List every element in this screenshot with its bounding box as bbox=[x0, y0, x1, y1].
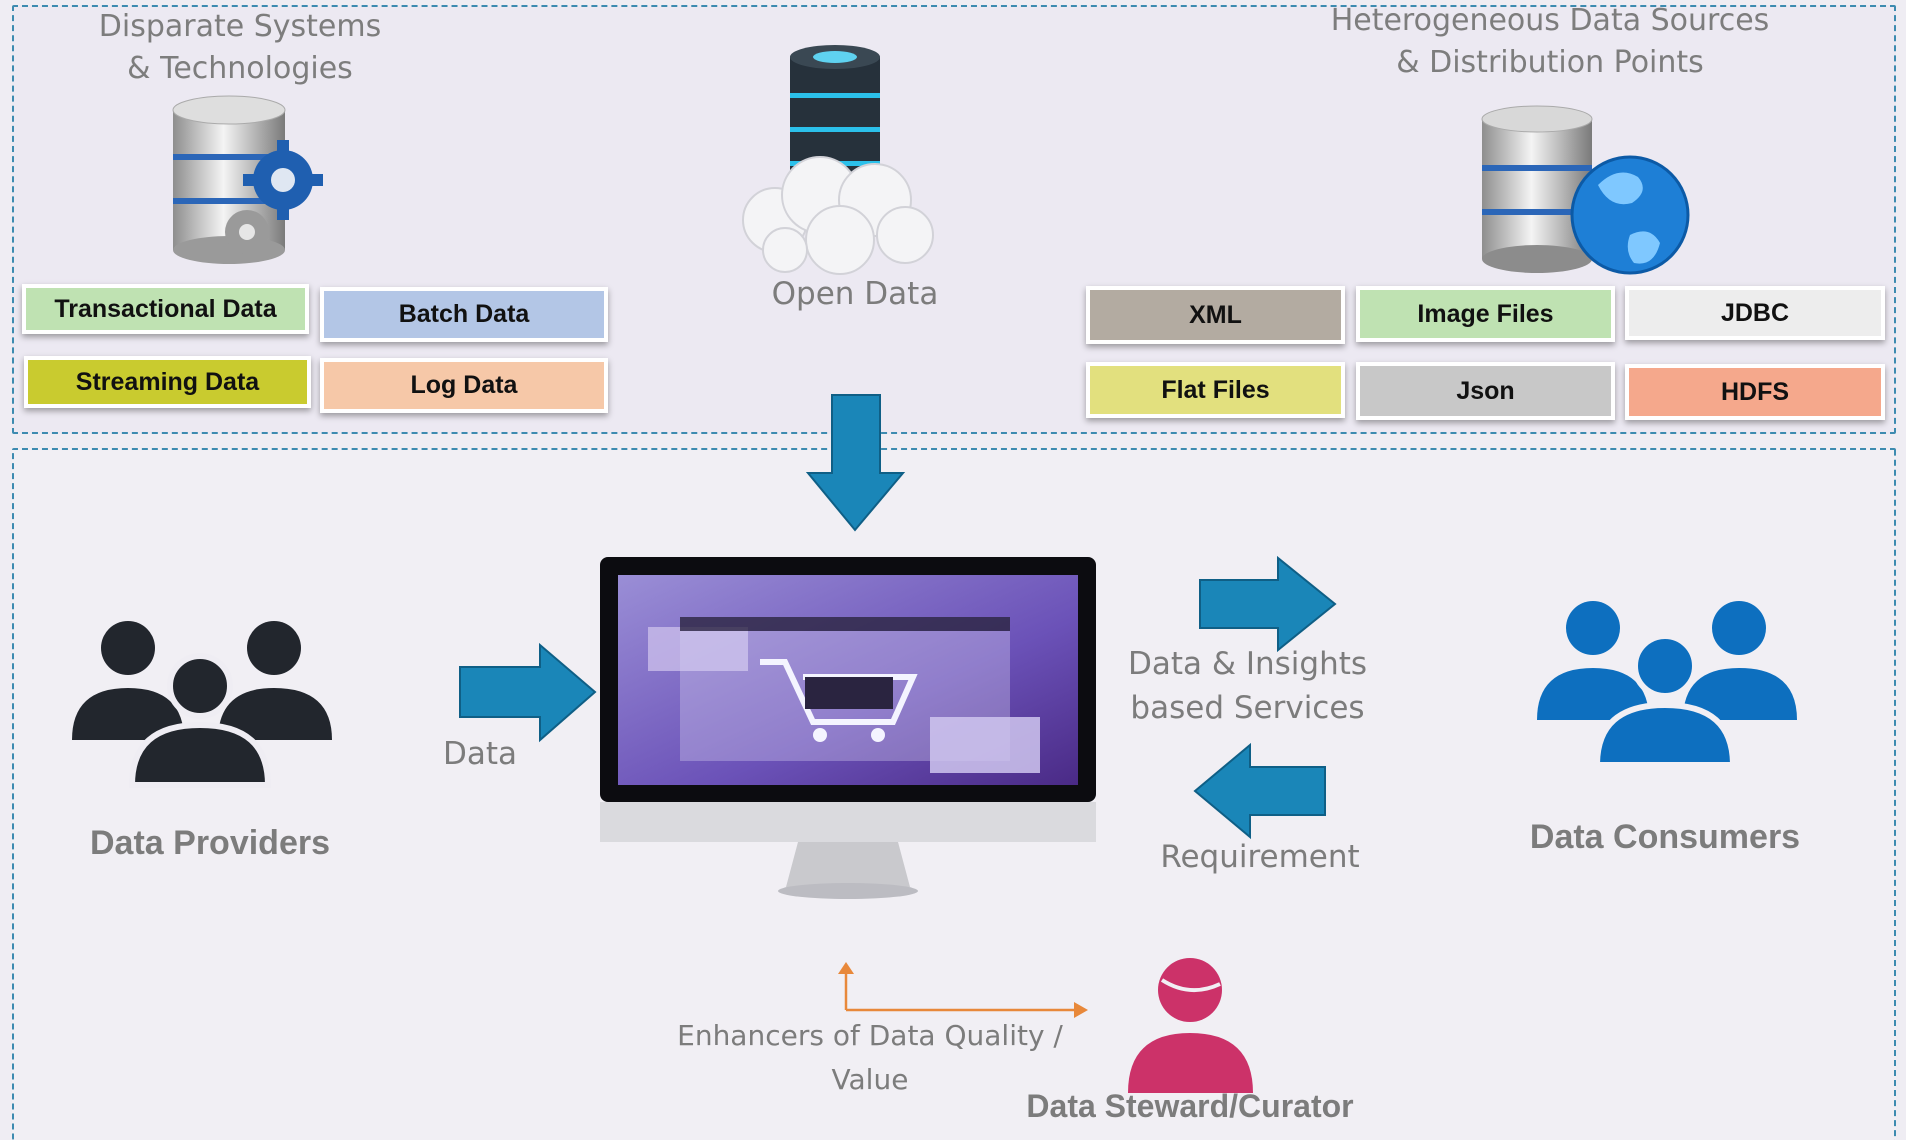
tag-jdbc: JDBC bbox=[1625, 286, 1885, 340]
requirement-label: Requirement bbox=[1160, 839, 1360, 875]
tag-hdfs: HDFS bbox=[1625, 364, 1885, 420]
data-consumers-icon bbox=[1537, 601, 1797, 768]
tag-batch-data: Batch Data bbox=[320, 287, 608, 342]
right-arrow-services-icon bbox=[1199, 555, 1337, 653]
data-providers-label: Data Providers bbox=[90, 824, 330, 862]
monitor-shopping-cart-icon bbox=[600, 557, 1096, 899]
left-arrow-requirement-icon bbox=[1193, 742, 1326, 840]
disparate-systems-heading: Disparate Systems & Technologies bbox=[98, 9, 382, 86]
tag-transactional-data: Transactional Data bbox=[22, 284, 309, 334]
data-label: Data bbox=[442, 736, 518, 772]
database-gears-icon bbox=[172, 95, 323, 264]
enhancer-arrow-icon bbox=[838, 962, 1088, 1018]
right-arrow-data-icon bbox=[459, 642, 597, 743]
tag-xml: XML bbox=[1086, 286, 1345, 344]
services-label: Data & Insights based Services bbox=[1127, 646, 1368, 726]
data-providers-icon bbox=[72, 621, 332, 788]
tag-streaming-data: Streaming Data bbox=[24, 356, 311, 408]
data-steward-icon bbox=[1128, 958, 1253, 1093]
data-steward-label: Data Steward/Curator bbox=[1026, 1088, 1354, 1124]
enhancers-label: Enhancers of Data Quality / Value bbox=[677, 1019, 1063, 1096]
tag-image-files: Image Files bbox=[1356, 286, 1615, 342]
tag-flat-files: Flat Files bbox=[1086, 362, 1345, 418]
heterogeneous-sources-heading: Heterogeneous Data Sources & Distributio… bbox=[1330, 3, 1770, 80]
down-arrow-icon bbox=[805, 394, 906, 532]
tag-log-data: Log Data bbox=[320, 358, 608, 413]
tag-json: Json bbox=[1356, 362, 1615, 420]
open-data-label: Open Data bbox=[771, 276, 939, 312]
database-globe-icon bbox=[1481, 105, 1690, 275]
cloud-database-icon bbox=[742, 45, 934, 275]
data-consumers-label: Data Consumers bbox=[1529, 818, 1801, 856]
